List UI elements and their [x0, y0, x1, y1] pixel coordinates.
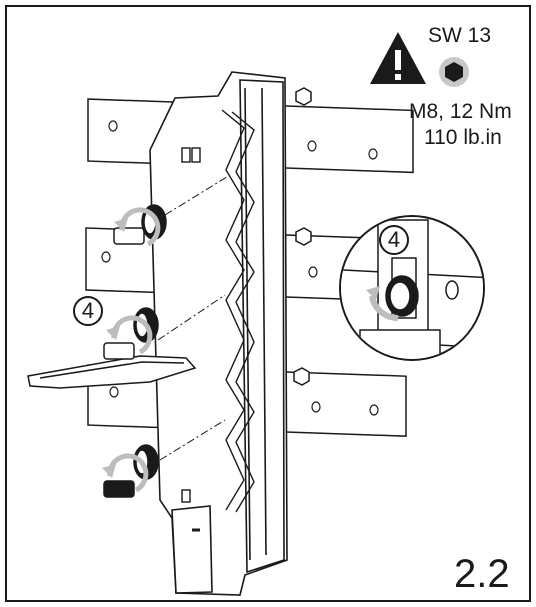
guide-lines	[157, 174, 231, 461]
detail-magnifier	[339, 215, 485, 361]
step-callout-main: 4	[73, 296, 103, 326]
handle-lever	[27, 355, 197, 389]
wrench-size-label: SW 13	[428, 24, 492, 47]
step-number: 2.2	[454, 552, 510, 596]
bolt-bottom	[103, 444, 159, 498]
contact-profile	[181, 109, 255, 513]
outer-border	[5, 5, 531, 602]
busbar-holes	[101, 120, 379, 416]
torque-spec: M8, 12 Nm	[409, 100, 512, 123]
warning-triangle-icon	[370, 32, 426, 84]
hex-socket-icon	[439, 57, 469, 87]
fuse-switch-body	[149, 71, 288, 596]
nuts	[293, 87, 312, 386]
step-callout-detail: 4	[379, 225, 409, 255]
torque-spec-imperial: 110 lb.in	[424, 126, 502, 149]
